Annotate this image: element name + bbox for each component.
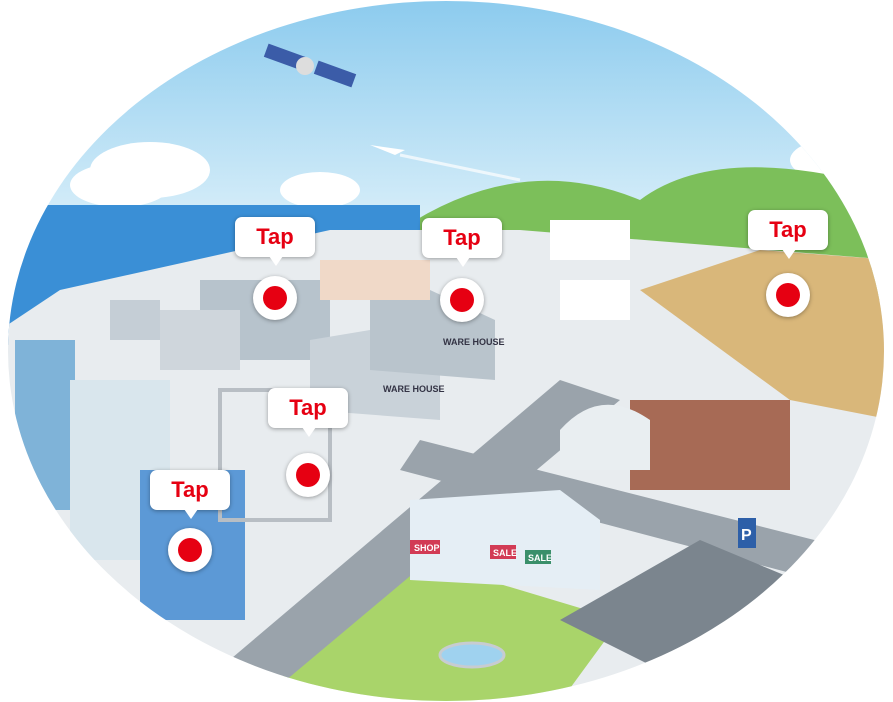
road-cross <box>400 440 884 600</box>
shop-sign: SHOP <box>414 543 440 553</box>
tap-dot-icon[interactable] <box>168 528 212 572</box>
farm-field <box>640 250 884 420</box>
houses <box>320 220 630 320</box>
warehouse-sign-1: WARE HOUSE <box>383 384 445 394</box>
sale-sign-2: SALE <box>528 553 552 563</box>
shopping-mall: SHOP SALE SALE <box>410 490 600 590</box>
tap-label[interactable]: Tap <box>268 388 348 437</box>
tap-label[interactable]: Tap <box>150 470 230 519</box>
tap-dot-icon[interactable] <box>440 278 484 322</box>
school <box>560 400 790 490</box>
tap-dot-icon[interactable] <box>253 276 297 320</box>
tap-label[interactable]: Tap <box>422 218 502 267</box>
airplane-icon <box>370 145 521 182</box>
road-main <box>180 380 620 701</box>
hotspot-factory[interactable]: Tap <box>235 217 315 347</box>
parking-sign: P <box>738 518 756 548</box>
tap-dot-icon[interactable] <box>286 453 330 497</box>
parking-lot <box>560 540 820 690</box>
fountain <box>438 641 506 669</box>
hotspot-warehouse[interactable]: Tap <box>422 218 502 348</box>
warehouse-sign-2: WARE HOUSE <box>443 337 505 347</box>
tap-label[interactable]: Tap <box>748 210 828 259</box>
tap-dot-icon[interactable] <box>766 273 810 317</box>
satellite-icon <box>263 43 357 88</box>
hotspot-office-building[interactable]: Tap <box>150 470 230 600</box>
tap-label[interactable]: Tap <box>235 217 315 266</box>
hotspot-farm[interactable]: Tap <box>748 210 828 340</box>
hotspot-construction[interactable]: Tap <box>268 388 348 518</box>
svg-text:P: P <box>741 527 752 544</box>
sale-sign-1: SALE <box>493 548 517 558</box>
